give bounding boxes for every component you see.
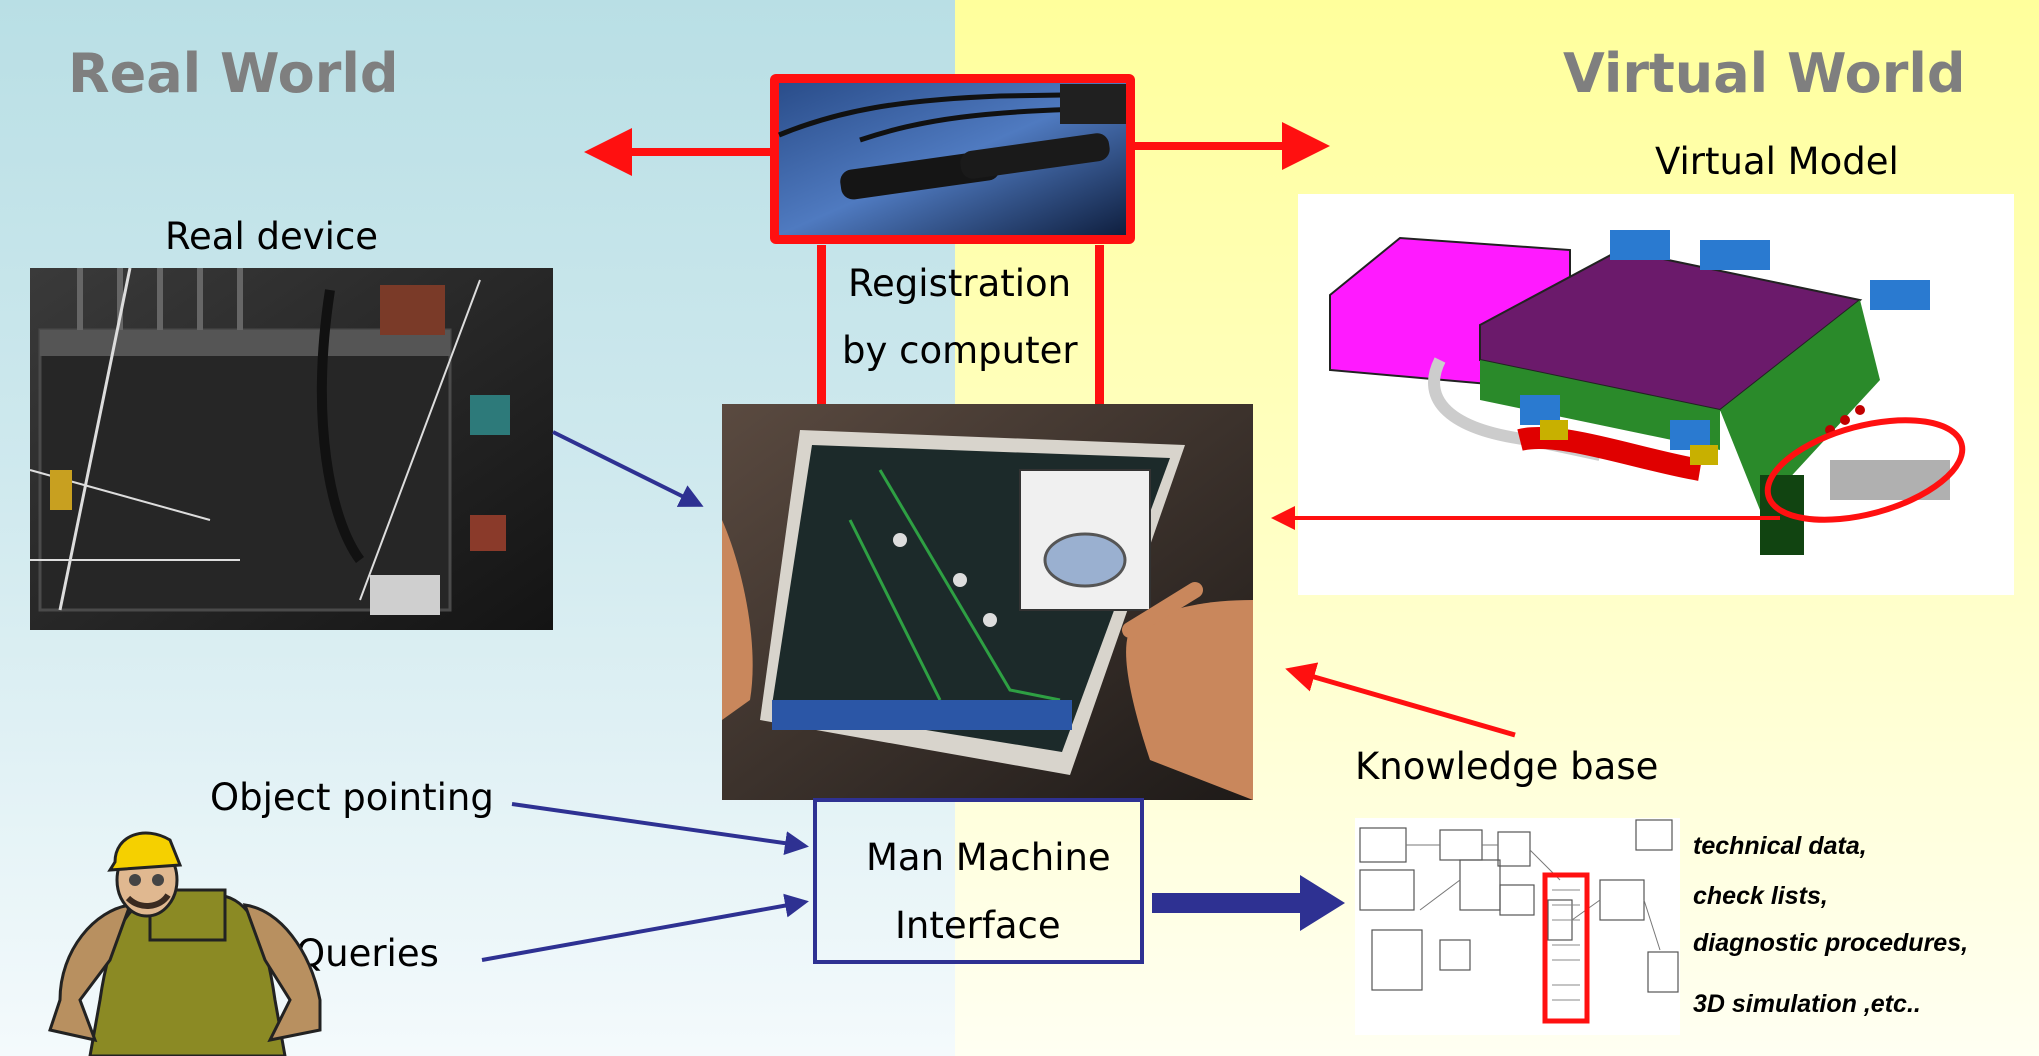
mmi-box <box>813 798 1144 964</box>
mmi-line1-label: Man Machine <box>866 836 1111 879</box>
real-world-heading: Real World <box>68 42 399 105</box>
arrow-object-pointing <box>511 802 809 856</box>
virtual-model-render <box>1298 194 2014 595</box>
camera-image <box>770 74 1135 244</box>
kb-item-check-lists: check lists, <box>1693 882 1828 910</box>
kb-item-technical-data: technical data, <box>1693 832 1867 860</box>
arrow-device-to-interface <box>552 430 704 507</box>
virtual-model-label: Virtual Model <box>1655 140 1899 183</box>
kb-item-3d-simulation: 3D simulation ,etc.. <box>1693 990 1921 1018</box>
worker-illustration <box>48 831 322 1056</box>
knowledge-base-document <box>1355 818 1680 1035</box>
by-computer-label: by computer <box>842 329 1078 372</box>
arrow-queries <box>481 893 809 962</box>
arrow-interface-to-knowledge <box>1152 875 1345 931</box>
registration-label: Registration <box>848 262 1072 305</box>
real-device-label: Real device <box>165 215 379 258</box>
kb-item-diagnostic-procedures: diagnostic procedures, <box>1693 929 1969 957</box>
arrow-knowledge-to-interface <box>1285 662 1516 738</box>
touchscreen-photo <box>722 404 1253 800</box>
mmi-line2-label: Interface <box>895 904 1061 947</box>
knowledge-base-label: Knowledge base <box>1355 745 1659 788</box>
real-device-photo <box>29 267 553 630</box>
queries-label: Queries <box>296 932 439 975</box>
virtual-world-heading: Virtual World <box>1563 42 1966 105</box>
object-pointing-label: Object pointing <box>210 776 494 819</box>
registration-frame <box>817 245 1104 405</box>
